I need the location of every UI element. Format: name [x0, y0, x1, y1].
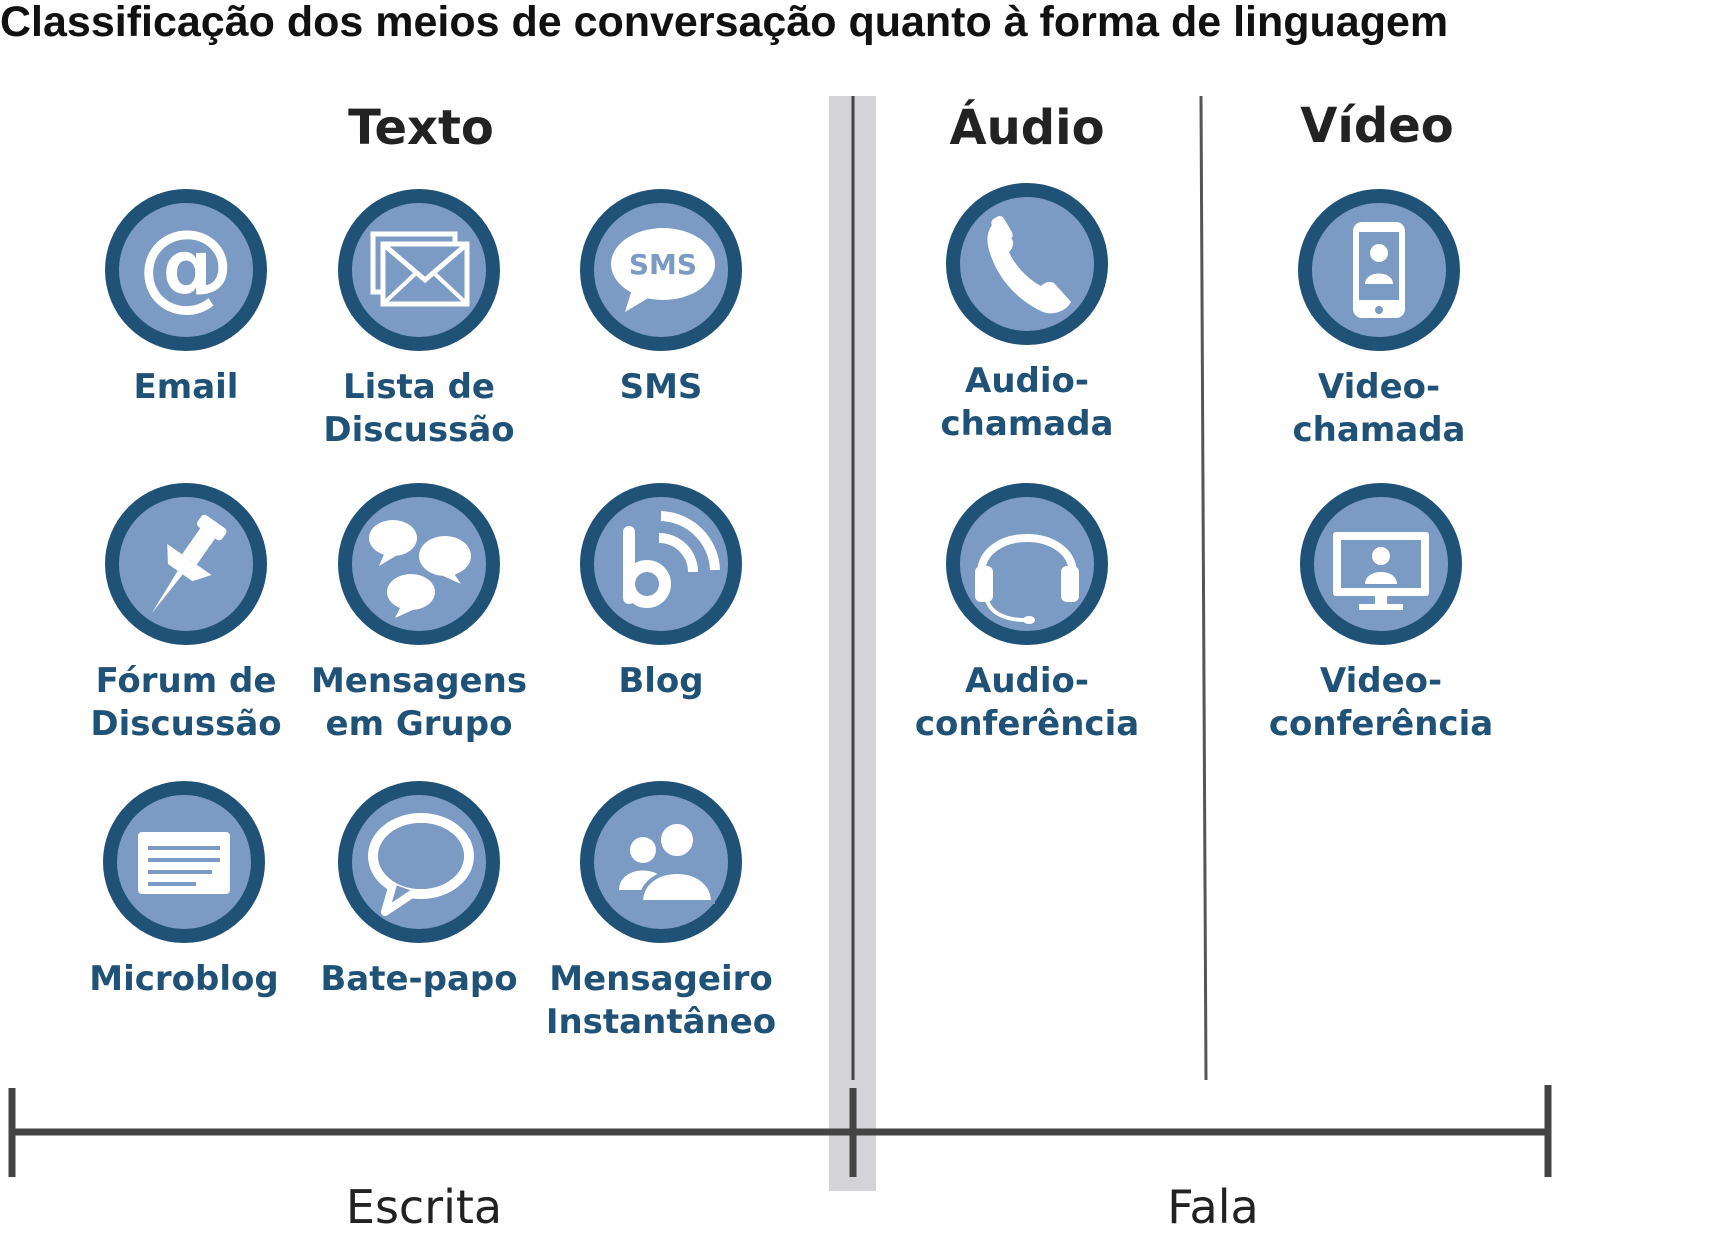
audio-video-divider	[1199, 95, 1208, 1081]
medium-label: Audio- conferência	[914, 661, 1140, 744]
at-sign-icon: @	[102, 186, 270, 354]
medium-label: Microblog	[89, 959, 279, 999]
blog-icon	[577, 480, 745, 648]
medium-email: @ Email	[56, 186, 316, 409]
users-icon	[577, 778, 745, 946]
medium-label: SMS	[619, 367, 703, 407]
medium-audioconferencia: Audio- conferência	[897, 480, 1157, 746]
smartphone-video-icon	[1295, 186, 1463, 354]
pushpin-icon	[102, 480, 270, 648]
section-heading-audio: Áudio	[949, 100, 1105, 156]
axis-label-escrita: Escrita	[345, 1180, 503, 1234]
group-chat-bubbles-icon	[335, 480, 503, 648]
phone-icon	[943, 180, 1111, 348]
medium-label: Blog	[618, 661, 704, 701]
chat-bubble-icon	[335, 778, 503, 946]
microblog-card-icon	[100, 778, 268, 946]
envelope-icon	[335, 186, 503, 354]
medium-forum-de-discussao: Fórum de Discussão	[56, 480, 316, 746]
sms-bubble-text: SMS	[629, 248, 697, 281]
medium-label: Lista de Discussão	[323, 367, 515, 450]
medium-label: Video- chamada	[1292, 367, 1466, 450]
svg-text:@: @	[138, 209, 234, 321]
medium-microblog: Microblog	[54, 778, 314, 1001]
medium-label: Audio- chamada	[940, 361, 1114, 444]
medium-sms: SMS SMS	[531, 186, 791, 409]
medium-label: Video- conferência	[1268, 661, 1494, 744]
medium-label: Mensageiro Instantâneo	[545, 959, 777, 1042]
medium-mensageiro-instantaneo: Mensageiro Instantâneo	[531, 778, 791, 1044]
section-heading-texto: Texto	[348, 100, 494, 156]
sms-bubble-icon: SMS	[577, 186, 745, 354]
section-heading-video: Vídeo	[1300, 98, 1454, 154]
medium-label: Fórum de Discussão	[90, 661, 282, 744]
headset-icon	[943, 480, 1111, 648]
medium-label: Mensagens em Grupo	[310, 661, 528, 744]
monitor-video-icon	[1297, 480, 1465, 648]
page-title: Classificação dos meios de conversação q…	[0, 0, 1449, 46]
medium-bate-papo: Bate-papo	[289, 778, 549, 1001]
medium-videochamada: Video- chamada	[1249, 186, 1509, 452]
medium-lista-de-discussao: Lista de Discussão	[289, 186, 549, 452]
medium-blog: Blog	[531, 480, 791, 703]
medium-audiochamada: Audio- chamada	[897, 180, 1157, 446]
medium-videoconferencia: Video- conferência	[1251, 480, 1511, 746]
medium-mensagens-em-grupo: Mensagens em Grupo	[289, 480, 549, 746]
medium-label: Bate-papo	[320, 959, 518, 999]
axis-label-fala: Fala	[1167, 1180, 1259, 1234]
medium-label: Email	[133, 367, 239, 407]
